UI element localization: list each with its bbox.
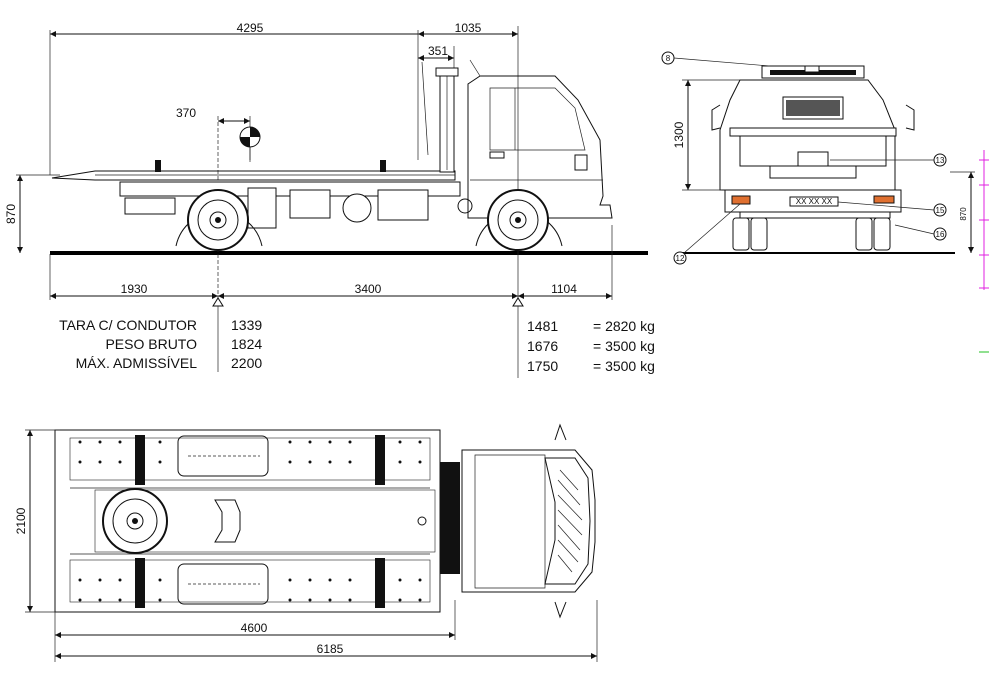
dim-platform-height: 870: [4, 204, 18, 224]
total-max: = 3500 kg: [593, 358, 655, 374]
side-view: 4295 1035 351 370 870: [4, 21, 648, 378]
rear-wheel: [175, 189, 263, 251]
truck-cab: [467, 59, 613, 219]
weight-table: TARA C/ CONDUTOR PESO BRUTO MÁX. ADMISSÍ…: [59, 317, 655, 374]
rear-dim-platform: 870: [959, 207, 968, 221]
rear-axle-tare: 1339: [231, 317, 262, 333]
callout-15: 15: [837, 201, 947, 217]
top-dim-width: 2100: [14, 507, 28, 534]
weight-label-max: MÁX. ADMISSÍVEL: [76, 355, 198, 371]
dim-cab-overhang: 1035: [455, 21, 482, 35]
weight-label-gross: PESO BRUTO: [105, 336, 197, 352]
chassis: [119, 181, 473, 229]
top-view: 2100 4600 6185: [14, 423, 598, 662]
callout-8: 8: [661, 51, 771, 67]
top-dim-body-length: 4600: [241, 621, 268, 635]
weight-label-tare: TARA C/ CONDUTOR: [59, 317, 197, 333]
license-plate: XX XX XX: [796, 197, 833, 206]
left-tail-lamp: [731, 195, 751, 205]
dim-cog-offset: 370: [176, 106, 196, 120]
center-of-gravity-icon: [239, 126, 261, 162]
rear-axle-max: 2200: [231, 355, 262, 371]
top-cab: [461, 423, 596, 619]
front-axle-tare: 1481: [527, 318, 558, 334]
crane-arm: [421, 61, 459, 173]
svg-text:16: 16: [936, 230, 945, 239]
dim-front-overhang: 1104: [551, 282, 577, 296]
total-gross: = 3500 kg: [593, 338, 655, 354]
right-tail-lamp: [873, 195, 895, 204]
dim-cab-gap: 351: [428, 44, 448, 58]
total-tare: = 2820 kg: [593, 318, 655, 334]
rear-dim-height: 1300: [672, 121, 686, 148]
dim-rear-overhang: 1930: [121, 282, 148, 296]
svg-text:12: 12: [676, 254, 685, 263]
spare-wheel: [102, 488, 168, 554]
top-dim-overall-length: 6185: [317, 642, 344, 656]
callout-16: 16: [894, 224, 947, 241]
svg-text:15: 15: [936, 206, 945, 215]
front-axle-max: 1750: [527, 358, 558, 374]
svg-text:8: 8: [666, 54, 671, 63]
callout-13: 13: [830, 153, 947, 167]
dim-overall-body: 4295: [237, 21, 264, 35]
tow-platform: [51, 160, 456, 181]
rear-axle-gross: 1824: [231, 336, 262, 352]
front-wheel: [475, 189, 563, 251]
front-axle-gross: 1676: [527, 338, 558, 354]
rear-view: XX XX XX 1300 870 8 13: [661, 51, 989, 353]
callout-12: 12: [673, 203, 741, 265]
dim-wheelbase: 3400: [355, 282, 382, 296]
svg-text:13: 13: [936, 156, 945, 165]
rivet-dots: [78, 440, 422, 602]
